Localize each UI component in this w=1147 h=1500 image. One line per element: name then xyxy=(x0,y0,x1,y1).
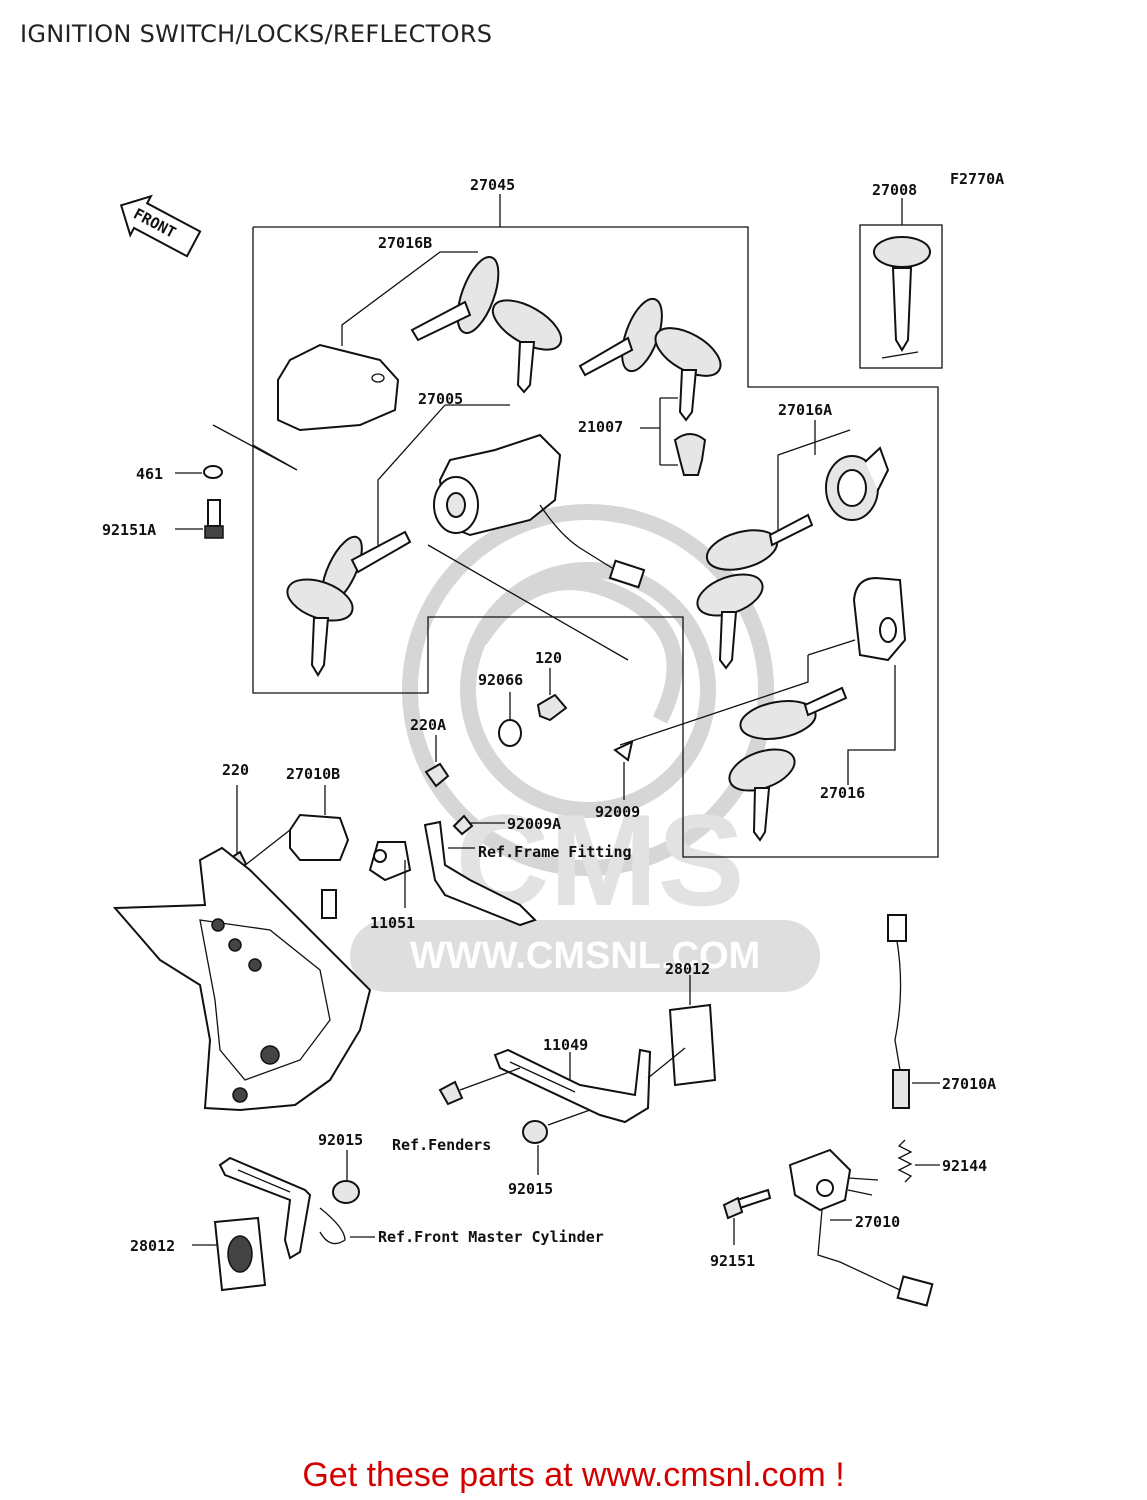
label-27005: 27005 xyxy=(418,390,463,408)
label-92009A: 92009A xyxy=(507,815,561,833)
grommet-92015-left xyxy=(332,1150,360,1204)
label-220: 220 xyxy=(222,761,249,779)
label-27016A: 27016A xyxy=(778,401,832,419)
label-11049: 11049 xyxy=(543,1036,588,1054)
label-92151: 92151 xyxy=(710,1252,755,1270)
lock-set-27016 xyxy=(613,576,907,842)
bracket-11049 xyxy=(493,1047,686,1124)
switch-27010B xyxy=(289,785,350,919)
bolt-fenders xyxy=(438,1067,521,1106)
lock-set-27016A xyxy=(696,420,890,670)
label-27016B: 27016B xyxy=(378,234,432,252)
watermark-url: WWW.CMSNL.COM xyxy=(410,935,760,977)
label-28012-upper: 28012 xyxy=(665,960,710,978)
bracket-frame-fitting xyxy=(368,820,537,927)
grommet-92015-right xyxy=(522,1109,591,1175)
label-27045: 27045 xyxy=(470,176,515,194)
bolt-92151 xyxy=(722,1188,772,1245)
switch-27010A xyxy=(887,914,940,1109)
bolt-220A xyxy=(424,735,450,788)
ignition-switch-27005 xyxy=(286,404,646,677)
switch-27010 xyxy=(788,1148,934,1307)
label-27010A: 27010A xyxy=(942,1075,996,1093)
key-set-27016B xyxy=(277,251,563,432)
footer-link-text[interactable]: Get these parts at www.cmsnl.com ! xyxy=(302,1456,845,1494)
bolt-92151A xyxy=(175,499,224,539)
page-title: IGNITION SWITCH/LOCKS/REFLECTORS xyxy=(20,20,493,48)
label-120: 120 xyxy=(535,649,562,667)
spring-92144 xyxy=(897,1139,940,1183)
label-28012-lower: 28012 xyxy=(130,1237,175,1255)
bolt-92009A xyxy=(452,814,505,836)
label-27010: 27010 xyxy=(855,1213,900,1231)
bolt-220 xyxy=(226,785,291,872)
label-92015-left: 92015 xyxy=(318,1131,363,1149)
kit-27045-outline xyxy=(252,194,939,858)
label-92066: 92066 xyxy=(478,671,523,689)
reflector-28012-upper xyxy=(668,975,717,1087)
label-92151A: 92151A xyxy=(102,521,156,539)
ref-front-master-cylinder: Ref.Front Master Cylinder xyxy=(378,1228,604,1246)
label-27016: 27016 xyxy=(820,784,865,802)
bracket-front-master-cylinder xyxy=(218,1156,375,1260)
label-21007: 21007 xyxy=(578,418,623,436)
cap-92066 xyxy=(498,692,522,747)
frame-structure xyxy=(112,846,372,1112)
reflector-28012-lower xyxy=(192,1216,267,1292)
label-461: 461 xyxy=(136,465,163,483)
front-arrow-icon: FRONT xyxy=(119,194,202,258)
key-blank-27008 xyxy=(859,198,943,369)
clip-461 xyxy=(175,424,298,479)
label-27008: 27008 xyxy=(872,181,917,199)
label-92009: 92009 xyxy=(595,803,640,821)
ref-frame-fitting: Ref.Frame Fitting xyxy=(478,843,632,861)
bolt-120 xyxy=(536,668,568,722)
label-92015-right: 92015 xyxy=(508,1180,553,1198)
figure-code: F2770A xyxy=(950,170,1004,188)
watermark: WWW.CMSNL.COM CMS xyxy=(350,504,820,992)
label-11051: 11051 xyxy=(370,914,415,932)
label-220A: 220A xyxy=(410,716,446,734)
label-92144: 92144 xyxy=(942,1157,987,1175)
key-set-21007 xyxy=(578,297,722,476)
ref-fenders: Ref.Fenders xyxy=(392,1136,491,1154)
label-27010B: 27010B xyxy=(286,765,340,783)
